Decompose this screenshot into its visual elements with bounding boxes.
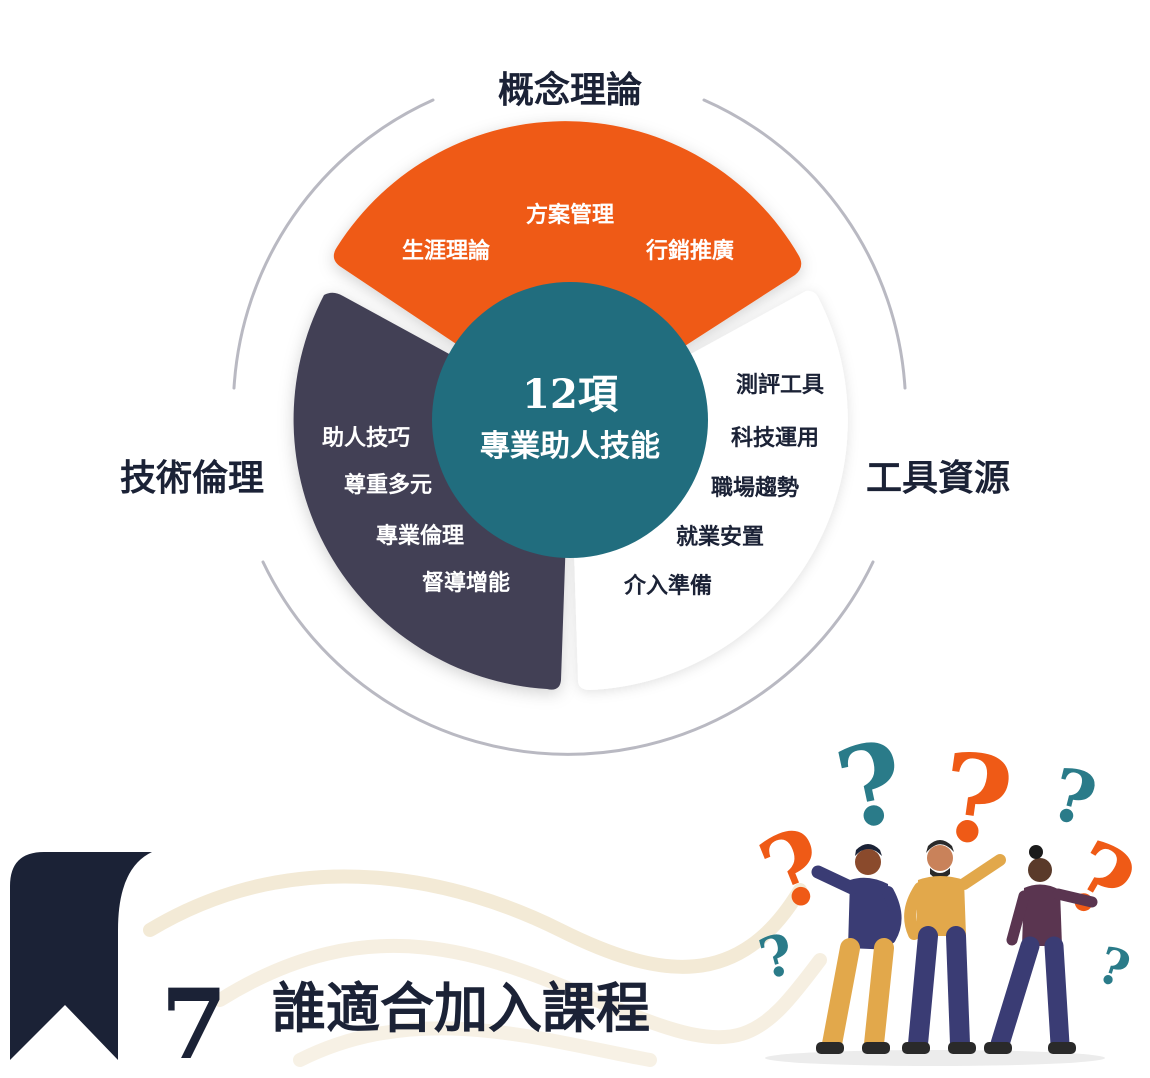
center-subtitle: 專業助人技能 [480, 429, 660, 464]
question-mark-icon: ? [826, 716, 916, 856]
center-circle [432, 282, 708, 558]
person-middle [902, 840, 1006, 1054]
item-intervention-prep: 介入準備 [623, 573, 712, 599]
person-right [984, 845, 1098, 1054]
item-professional-ethics: 專業倫理 [376, 523, 464, 549]
people-question-illustration: ? ? ? ? ? ? ? [745, 716, 1150, 1066]
item-job-placement: 就業安置 [676, 524, 764, 550]
item-technology: 科技運用 [731, 425, 819, 451]
item-workplace-trends: 職場趨勢 [711, 475, 799, 501]
section-number: 7 [161, 968, 228, 1074]
label-tools-resources: 工具資源 [866, 457, 1010, 499]
wave-decoration [143, 869, 827, 1067]
item-helping-skills: 助人技巧 [322, 425, 410, 451]
question-mark-icon: ? [1043, 751, 1104, 844]
center-title: 12項 [522, 371, 619, 418]
item-respect-diversity: 尊重多元 [344, 472, 432, 498]
label-skills-ethics: 技術倫理 [120, 457, 264, 499]
bookmark-icon [10, 852, 152, 1060]
label-concept-theory: 概念理論 [498, 69, 642, 111]
item-assessment-tools: 測評工具 [736, 372, 824, 398]
item-career-theory: 生涯理論 [402, 238, 491, 264]
outer-ring [232, 98, 907, 756]
item-supervision: 督導增能 [422, 570, 510, 596]
item-program-management: 方案管理 [526, 202, 614, 228]
question-mark-icon: ? [1091, 935, 1137, 1000]
person-left [811, 844, 902, 1054]
item-marketing: 行銷推廣 [645, 238, 734, 264]
section-title: 誰適合加入課程 [272, 976, 650, 1040]
